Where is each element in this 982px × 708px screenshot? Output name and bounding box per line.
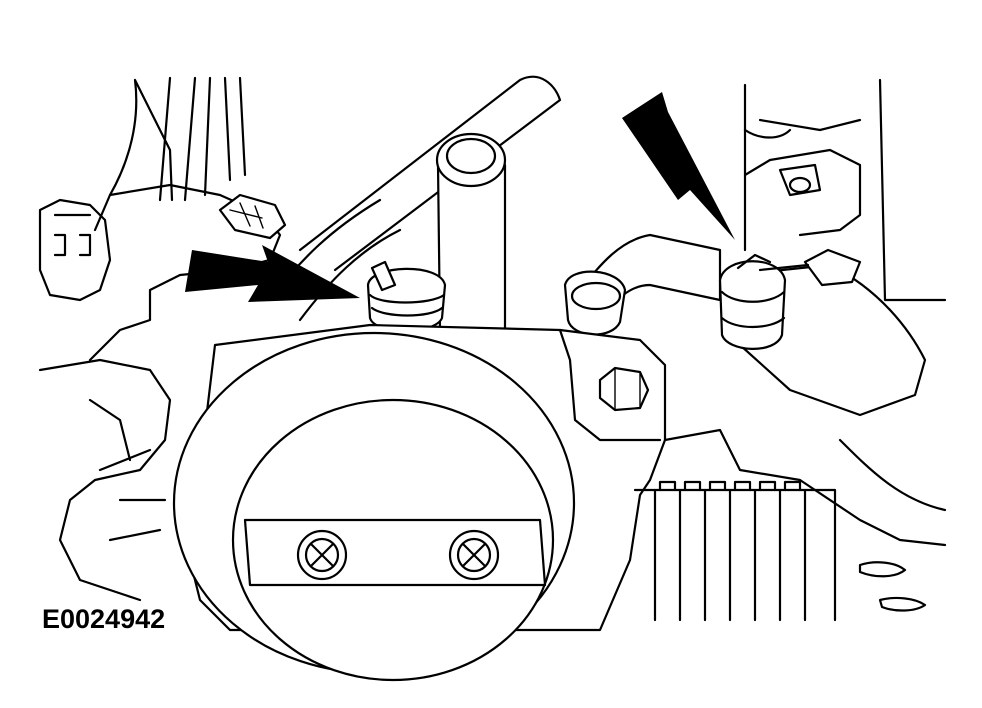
- harness-tubes: [158, 76, 247, 202]
- bolt-hole: [788, 176, 812, 194]
- upper-hose: [298, 75, 562, 272]
- clamp-right-wire: [736, 253, 810, 272]
- hose-collar-ring: [570, 281, 622, 311]
- arrow-pointer-icon: [185, 245, 360, 302]
- fin-caps: [658, 480, 802, 492]
- mounting-bolt: [598, 366, 650, 412]
- left-housing-inner: [88, 398, 167, 542]
- hose-clamp-right-tab: [803, 248, 862, 287]
- figure-caption: E0024942: [42, 604, 166, 634]
- lower-right-edge: [838, 438, 947, 512]
- sensor-connector-ribs: [229, 202, 264, 229]
- cooling-fins: [633, 488, 837, 622]
- throttle-plate-shaft: [243, 518, 547, 587]
- left-housing-lower: [38, 358, 172, 602]
- left-bracket-detail: [53, 213, 92, 257]
- lower-right-detail: [858, 561, 927, 612]
- arrow-pointer-icon: [622, 92, 735, 240]
- upper-manifold-outline: [108, 78, 174, 202]
- vertical-pipe-bore: [445, 137, 497, 175]
- hose-clamp-left-band: [368, 293, 446, 317]
- hose-clamp-left-tab: [370, 260, 397, 292]
- hose-clamp-right-band: [720, 290, 786, 328]
- lower-right-casting: [663, 428, 947, 547]
- mounting-bolt-facets: [614, 367, 641, 411]
- vertical-pipe: [436, 163, 507, 332]
- right-housing-boss: [778, 163, 822, 197]
- right-edge-lines: [743, 118, 862, 139]
- plate-screw-left: [296, 529, 348, 581]
- right-housing: [743, 78, 947, 302]
- plate-screw-right: [448, 529, 500, 581]
- throttle-flange: [558, 328, 662, 442]
- hose-clamp-right: [718, 260, 787, 350]
- sensor-connector: [218, 193, 287, 240]
- left-bracket: [38, 198, 112, 302]
- vertical-pipe-end: [435, 132, 507, 188]
